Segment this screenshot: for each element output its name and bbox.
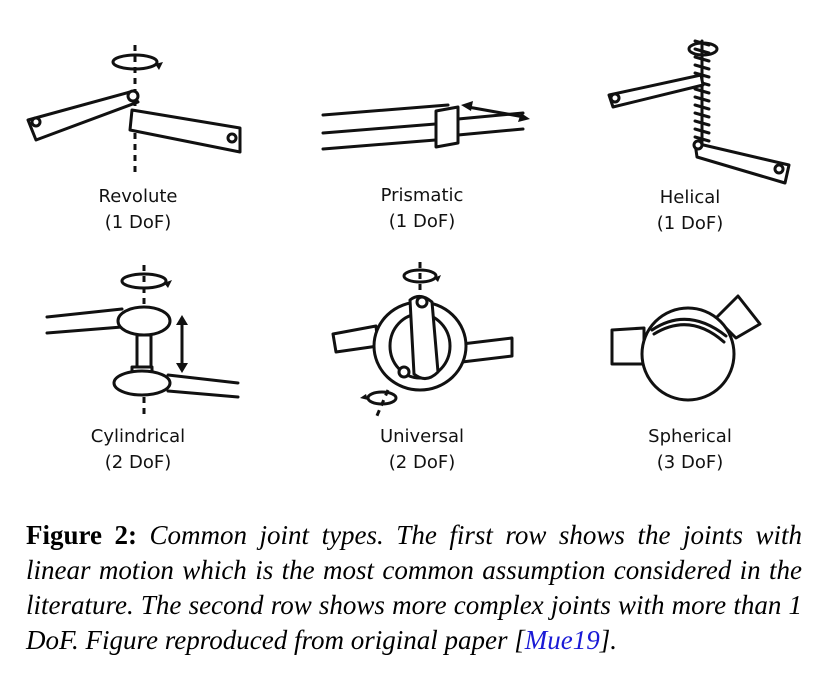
- joint-label-revolute: Revolute (1 DoF): [28, 184, 248, 236]
- figure-caption: Figure 2: Common joint types. The first …: [26, 518, 802, 658]
- joint-name: Revolute: [98, 186, 178, 207]
- joint-label-spherical: Spherical (3 DoF): [580, 424, 800, 476]
- joint-name: Universal: [379, 426, 465, 447]
- joint-name: Spherical: [648, 426, 732, 447]
- citation-link[interactable]: Mue19: [524, 625, 600, 655]
- joint-label-cylindrical: Cylindrical (2 DoF): [28, 424, 248, 476]
- cylindrical-joint-icon: [45, 265, 240, 415]
- joint-label-universal: Universal (2 DoF): [312, 424, 532, 476]
- joint-name: Prismatic: [380, 185, 464, 206]
- joint-label-helical: Helical (1 DoF): [580, 185, 800, 237]
- joint-dof: (1 DoF): [104, 212, 172, 233]
- joint-dof: (2 DoF): [388, 452, 456, 473]
- joint-dof: (3 DoF): [656, 452, 724, 473]
- caption-body: Common joint types. The first row shows …: [26, 520, 802, 655]
- joint-name: Helical: [659, 187, 721, 208]
- caption-tail: ].: [599, 625, 617, 655]
- spherical-joint-icon: [610, 294, 762, 402]
- joint-dof: (1 DoF): [656, 213, 724, 234]
- joint-name: Cylindrical: [90, 426, 186, 447]
- joint-dof: (2 DoF): [104, 452, 172, 473]
- prismatic-joint-icon: [321, 101, 530, 151]
- helical-joint-icon: [607, 39, 791, 185]
- caption-lead: Figure 2:: [26, 520, 137, 550]
- joint-label-prismatic: Prismatic (1 DoF): [312, 183, 532, 235]
- revolute-joint-icon: [26, 45, 242, 175]
- joint-dof: (1 DoF): [388, 211, 456, 232]
- universal-joint-icon: [331, 262, 514, 419]
